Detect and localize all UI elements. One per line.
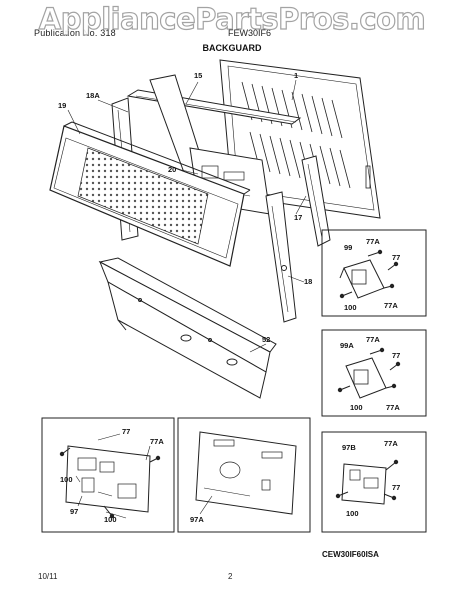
callout-19: 19 bbox=[58, 101, 67, 110]
callout-18: 18 bbox=[304, 277, 313, 286]
callout-18A: 18A bbox=[86, 91, 100, 100]
callout-15: 15 bbox=[194, 71, 203, 80]
callout-77: 77 bbox=[122, 427, 131, 436]
inset-box-transformer-99 bbox=[321, 229, 427, 317]
inset-box-board-97A bbox=[177, 417, 311, 533]
transformer-99 bbox=[339, 251, 397, 299]
callout-77: 77 bbox=[392, 351, 401, 360]
inset-box-board-97 bbox=[41, 417, 175, 533]
front-control-panel bbox=[49, 121, 251, 267]
callout-97: 97 bbox=[70, 507, 79, 516]
footer-page-number: 2 bbox=[228, 572, 233, 581]
callout-77A: 77A bbox=[150, 437, 164, 446]
model-code: CEW30IF60ISA bbox=[322, 550, 379, 559]
electronic-board-97 bbox=[61, 445, 159, 517]
electronic-board-97A bbox=[195, 431, 297, 515]
callout-77A: 77A bbox=[386, 403, 400, 412]
transformer-99A bbox=[339, 349, 399, 399]
leader-lines bbox=[67, 79, 307, 519]
callout-100: 100 bbox=[350, 403, 363, 412]
callout-99A: 99A bbox=[340, 341, 354, 350]
model-header: FEW30IF6 bbox=[228, 28, 272, 38]
callout-77A: 77A bbox=[366, 237, 380, 246]
lower-manifold-panel bbox=[98, 257, 277, 399]
callout-99: 99 bbox=[344, 243, 353, 252]
callout-77A: 77A bbox=[384, 301, 398, 310]
callout-97B: 97B bbox=[342, 443, 356, 452]
callout-100: 100 bbox=[60, 475, 73, 484]
side-bracket bbox=[265, 191, 297, 323]
callout-77: 77 bbox=[392, 253, 401, 262]
callout-100: 100 bbox=[346, 509, 359, 518]
callout-100: 100 bbox=[104, 515, 117, 524]
callout-77A: 77A bbox=[384, 439, 398, 448]
inset-box-transformer-99A bbox=[321, 329, 427, 417]
screw-fasteners bbox=[59, 249, 401, 519]
right-end-bracket bbox=[301, 155, 331, 247]
electronic-board-97B bbox=[337, 461, 397, 505]
callout-77A: 77A bbox=[366, 335, 380, 344]
callout-1: 1 bbox=[294, 71, 299, 80]
publication-header: Publication No. 318 bbox=[34, 28, 116, 38]
callout-52: 52 bbox=[262, 335, 271, 344]
callout-77: 77 bbox=[392, 483, 401, 492]
footer-date: 10/11 bbox=[38, 572, 58, 581]
callout-20: 20 bbox=[168, 165, 177, 174]
callout-100: 100 bbox=[344, 303, 357, 312]
inset-box-board-97B bbox=[321, 431, 427, 533]
callout-17: 17 bbox=[294, 213, 303, 222]
section-title: BACKGUARD bbox=[202, 43, 262, 53]
callout-97A: 97A bbox=[190, 515, 204, 524]
